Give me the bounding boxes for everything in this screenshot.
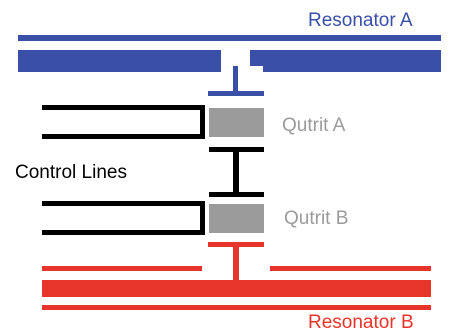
control-line-a-side	[200, 105, 205, 139]
resonator-b-coupler-stem	[233, 247, 239, 280]
qutrit-a-label: Qutrit A	[282, 115, 346, 136]
control-line-a	[42, 105, 205, 139]
resonator-a-label: Resonator A	[308, 10, 413, 31]
qutrit-coupler-bottom-bar	[209, 192, 264, 197]
resonator-b-right-tab	[270, 266, 431, 271]
resonator-b-main-bar	[42, 280, 431, 297]
control-line-a-bottom	[42, 134, 205, 139]
control-line-b-bottom	[42, 230, 205, 235]
resonator-a-coupler-stem	[233, 66, 238, 91]
resonator-a	[18, 35, 441, 96]
qutrit-coupler-stem	[233, 152, 239, 192]
resonator-b	[42, 242, 431, 310]
qutrit-coupler-top-bar	[209, 147, 264, 152]
resonator-b-label: Resonator B	[308, 312, 414, 332]
control-line-b	[42, 201, 205, 235]
qutrit-b	[209, 204, 264, 233]
control-lines-label: Control Lines	[15, 162, 127, 183]
resonator-a-left-tab	[18, 66, 221, 72]
resonator-b-coupler-pad	[208, 242, 264, 247]
resonator-b-bottom-strip	[42, 305, 431, 310]
resonator-a-main-bar-left	[18, 50, 221, 66]
qutrit-coupler	[209, 147, 264, 197]
control-line-b-side	[200, 201, 205, 235]
resonator-a-top-strip	[18, 35, 441, 41]
resonator-a-coupler-pad	[208, 91, 264, 96]
resonator-b-left-tab	[42, 266, 202, 271]
qutrit-b-label: Qutrit B	[284, 208, 349, 229]
qutrit-a	[209, 108, 264, 137]
resonator-a-main-bar-right	[250, 50, 441, 66]
control-line-a-top	[42, 105, 205, 110]
control-line-b-top	[42, 201, 205, 206]
resonator-a-right-tab	[263, 66, 441, 72]
